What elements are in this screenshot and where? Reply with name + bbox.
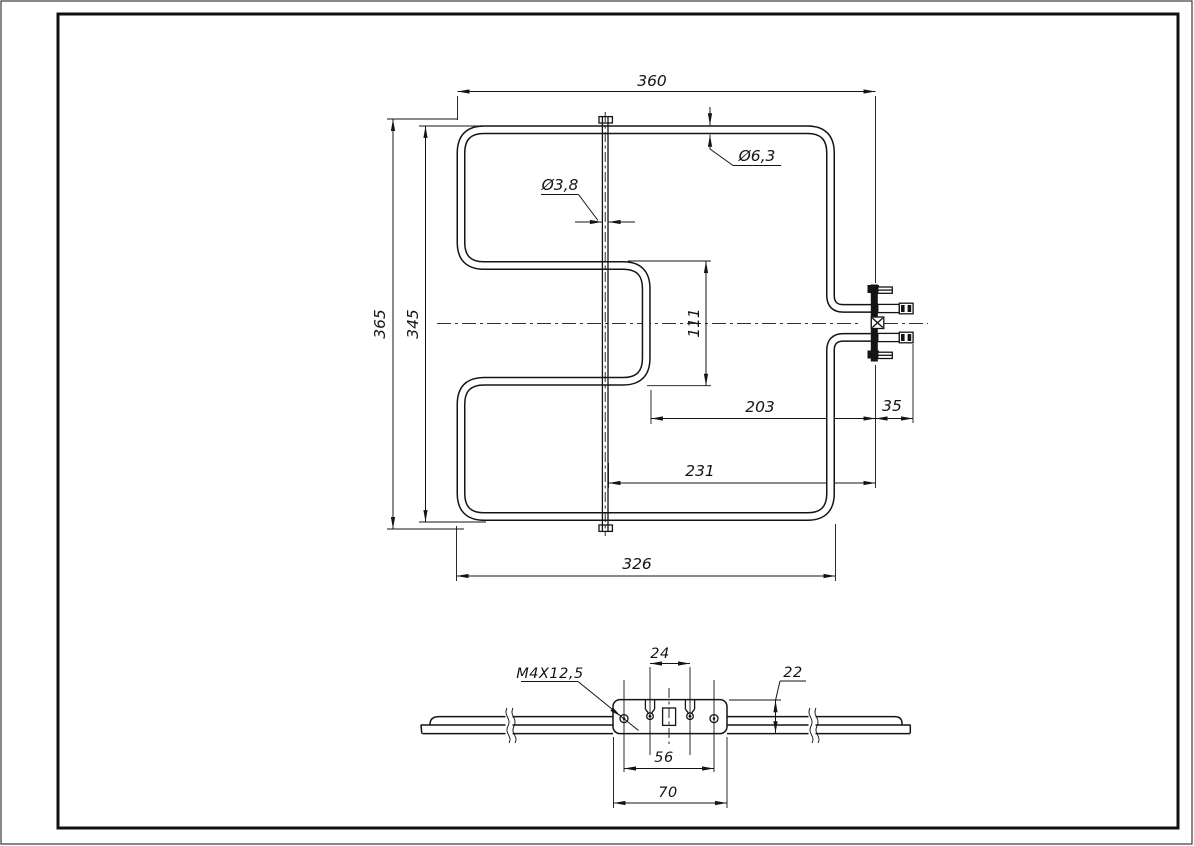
dim-label-22: 22 <box>783 665 802 681</box>
side-view-tubes <box>420 707 912 744</box>
mounting-bracket <box>612 688 728 744</box>
dim-label-tube-diameter: Ø6,3 <box>738 147 776 165</box>
terminal-block <box>867 284 914 362</box>
break-mark-left <box>505 709 513 742</box>
terminal-pin-lower <box>877 332 900 343</box>
dim-label-360: 360 <box>637 72 667 90</box>
flange-top-cap <box>867 285 879 293</box>
dim-label-24: 24 <box>650 646 669 662</box>
arrowheads <box>390 89 913 579</box>
dim-label-326: 326 <box>622 555 652 573</box>
dim-label-203: 203 <box>745 398 775 416</box>
inner-border <box>56 12 1180 830</box>
support-rod <box>598 112 614 536</box>
dim-label-rod-diameter: Ø3,8 <box>541 176 579 194</box>
dim-label-365: 365 <box>371 309 389 339</box>
bottom-dimension-labels: 24 22 56 70 M4X12,5 <box>516 646 802 801</box>
main-view: 360 Ø6,3 Ø3,8 365 345 111 203 35 231 326 <box>371 72 928 581</box>
dim-label-screw-spec: M4X12,5 <box>516 666 583 682</box>
rod-bottom-cap <box>598 524 614 533</box>
dim-label-70: 70 <box>658 785 677 801</box>
bottom-view-dimensions <box>521 661 806 808</box>
heating-element-tube <box>456 125 874 521</box>
break-mark-right <box>808 709 816 742</box>
rod-top-cap <box>598 115 614 124</box>
main-dimension-labels: 360 Ø6,3 Ø3,8 365 345 111 203 35 231 326 <box>371 72 902 573</box>
dim-label-111: 111 <box>685 308 703 338</box>
dim-label-345: 345 <box>404 309 422 339</box>
flange-bottom-cap <box>867 350 879 359</box>
terminal-end-lower <box>898 331 914 344</box>
dim-label-231: 231 <box>685 462 715 480</box>
bottom-view: 24 22 56 70 M4X12,5 <box>420 646 912 808</box>
terminal-end-upper <box>898 302 914 315</box>
dim-label-56: 56 <box>654 750 673 766</box>
terminal-pin-upper <box>877 303 900 314</box>
dim-label-35: 35 <box>882 397 902 415</box>
